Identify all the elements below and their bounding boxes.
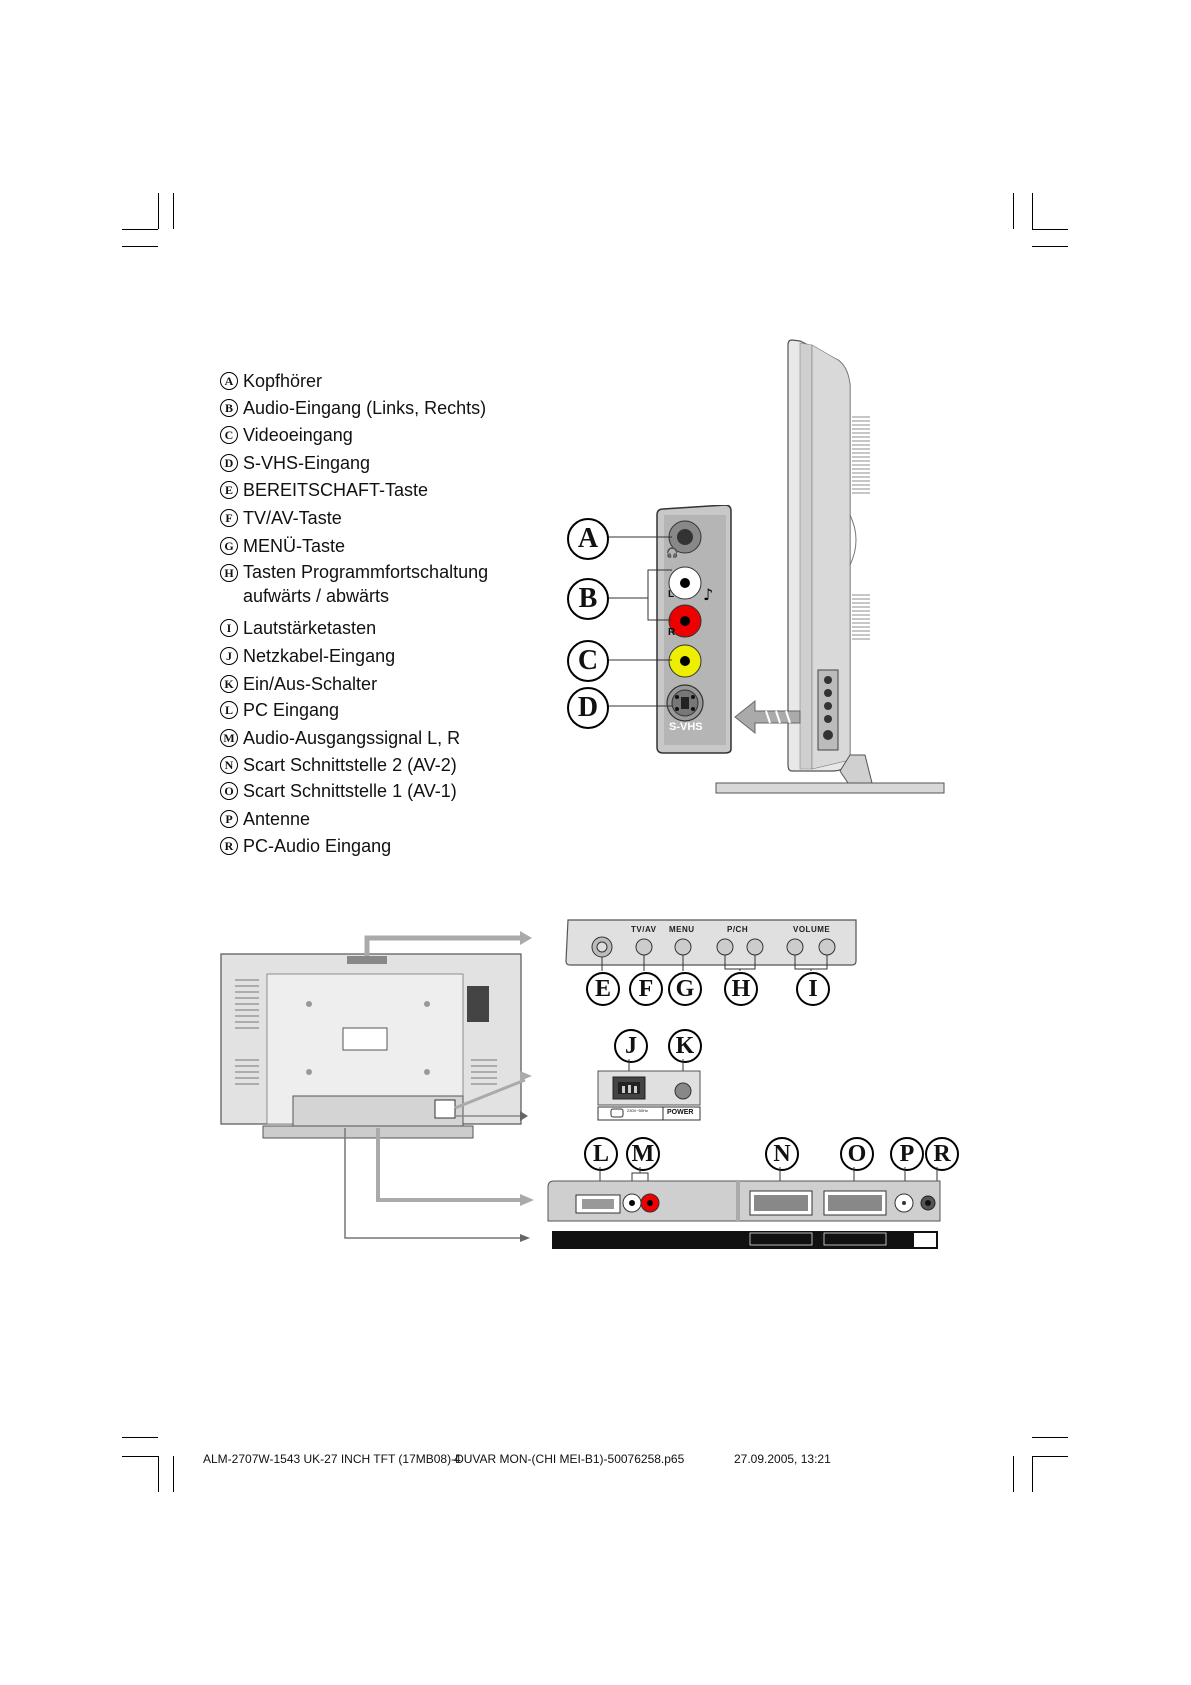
headphone-icon: 🎧: [666, 546, 678, 559]
footer-timestamp: 27.09.2005, 13:21: [734, 1452, 831, 1466]
legend-letter: C: [220, 426, 238, 444]
legend-text: Scart Schnittstelle 1 (AV-1): [243, 781, 457, 801]
legend-text: Audio-Ausgangssignal L, R: [243, 728, 461, 748]
legend-item: A Kopfhörer: [220, 370, 322, 392]
legend-letter: P: [220, 810, 238, 828]
legend-item: N Scart Schnittstelle 2 (AV-2): [220, 754, 457, 776]
legend-text: Tasten Programmfortschaltung aufwärts / …: [243, 562, 489, 606]
legend-item: E BEREITSCHAFT-Taste: [220, 479, 428, 501]
legend-item: I Lautstärketasten: [220, 617, 376, 639]
callout-e: E: [586, 972, 620, 1006]
power-rating: 230V~50Hz: [627, 1108, 649, 1113]
legend-text: Lautstärketasten: [243, 618, 377, 638]
callout-i: I: [796, 972, 830, 1006]
legend-letter: E: [220, 481, 238, 499]
arrow-heads: [520, 931, 534, 1242]
callout-o: O: [840, 1137, 874, 1171]
legend-text: Netzkabel-Eingang: [243, 646, 396, 666]
label-volume: VOLUME: [793, 925, 831, 934]
legend-letter: I: [220, 619, 238, 637]
legend-text: Videoeingang: [243, 425, 353, 445]
legend-letter: F: [220, 509, 238, 527]
legend-letter: G: [220, 537, 238, 555]
legend-text: Audio-Eingang (Links, Rechts): [243, 398, 487, 418]
callout-p: P: [890, 1137, 924, 1171]
callout-a: A: [567, 518, 609, 560]
callout-h: H: [724, 972, 758, 1006]
legend-text: PC Eingang: [243, 700, 340, 720]
rear-connector-strip: [547, 1167, 941, 1249]
legend-text: PC-Audio Eingang: [243, 836, 392, 856]
legend-letter: K: [220, 675, 238, 693]
legend-text: TV/AV-Taste: [243, 508, 342, 528]
legend-item: L PC Eingang: [220, 699, 339, 721]
music-note-icon: ♪: [703, 585, 713, 604]
legend-letter: R: [220, 837, 238, 855]
legend-text: Antenne: [243, 809, 311, 829]
legend-text: MENÜ-Taste: [243, 536, 346, 556]
callout-k: K: [668, 1029, 702, 1063]
legend-item: B Audio-Eingang (Links, Rechts): [220, 397, 486, 419]
legend-letter: H: [220, 564, 238, 582]
legend-letter: N: [220, 756, 238, 774]
callout-b: B: [567, 578, 609, 620]
legend-text: Ein/Aus-Schalter: [243, 674, 378, 694]
footer-filename: ALM-2707W-1543 UK-27 INCH TFT (17MB08)-D…: [203, 1452, 685, 1466]
callout-n: N: [765, 1137, 799, 1171]
tv-rear-view: [220, 935, 526, 1239]
legend-item: M Audio-Ausgangssignal L, R: [220, 727, 460, 749]
legend-letter: L: [220, 701, 238, 719]
callout-m: M: [626, 1137, 660, 1171]
top-button-panel: [565, 919, 857, 971]
callout-c: C: [567, 640, 609, 682]
legend-text: Scart Schnittstelle 2 (AV-2): [243, 755, 457, 775]
footer-page-number: 4: [454, 1452, 461, 1466]
callout-f: F: [629, 972, 663, 1006]
legend-item: J Netzkabel-Eingang: [220, 645, 395, 667]
legend-text: S-VHS-Eingang: [243, 453, 371, 473]
tv-side-view: [715, 339, 945, 794]
legend-item: H Tasten Programmfortschaltung aufwärts /…: [220, 562, 488, 608]
callout-g: G: [668, 972, 702, 1006]
legend-letter: J: [220, 647, 238, 665]
legend-item: K Ein/Aus-Schalter: [220, 673, 377, 695]
callout-j: J: [614, 1029, 648, 1063]
label-tvav: TV/AV: [631, 925, 657, 934]
label-menu: MENU: [669, 925, 695, 934]
legend-item: D S-VHS-Eingang: [220, 452, 370, 474]
callout-lines-side: [608, 536, 672, 707]
legend-item: O Scart Schnittstelle 1 (AV-1): [220, 780, 457, 802]
power-panel: [597, 1059, 701, 1121]
side-connector-panel: 🎧 ♪: [656, 505, 732, 754]
svhs-label: S-VHS: [669, 721, 703, 733]
callout-d: D: [567, 687, 609, 729]
legend-text: Kopfhörer: [243, 371, 323, 391]
legend-item: G MENÜ-Taste: [220, 535, 345, 557]
label-r: R: [668, 627, 676, 638]
legend-letter: M: [220, 729, 238, 747]
legend-letter: D: [220, 454, 238, 472]
legend-text: BEREITSCHAFT-Taste: [243, 480, 429, 500]
legend-item: C Videoeingang: [220, 424, 353, 446]
callout-r: R: [925, 1137, 959, 1171]
legend-item: F TV/AV-Taste: [220, 507, 342, 529]
legend-item: R PC-Audio Eingang: [220, 835, 391, 857]
power-label: POWER: [667, 1109, 694, 1116]
label-pch: P/CH: [727, 925, 749, 934]
label-l: L: [668, 589, 675, 600]
callout-l: L: [584, 1137, 618, 1171]
legend-letter: B: [220, 399, 238, 417]
legend-item: P Antenne: [220, 808, 310, 830]
legend-letter: O: [220, 782, 238, 800]
legend-letter: A: [220, 372, 238, 390]
